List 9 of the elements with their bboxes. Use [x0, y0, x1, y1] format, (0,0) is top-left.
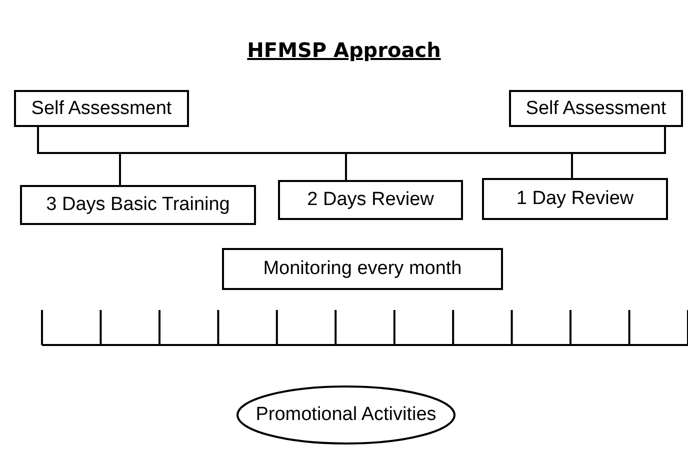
step-box: 2 Days Review: [278, 180, 463, 220]
step-box: 3 Days Basic Training: [20, 185, 256, 225]
step-box: Self Assessment: [14, 90, 189, 127]
step-box: Self Assessment: [509, 90, 683, 127]
step-box: Monitoring every month: [222, 248, 503, 290]
activity-ellipse: [236, 385, 456, 445]
title: HFMSP Approach: [247, 38, 441, 62]
activity-label: Promotional Activities: [256, 404, 436, 426]
step-box: 1 Day Review: [482, 178, 668, 220]
